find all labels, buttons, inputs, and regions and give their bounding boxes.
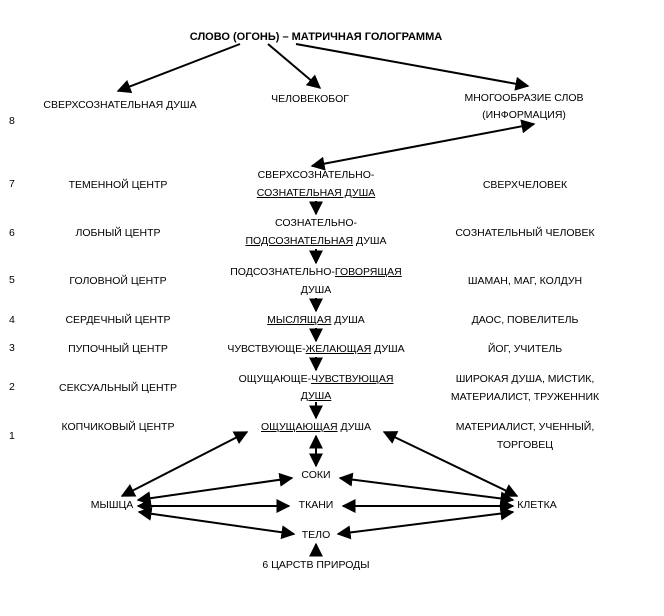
soul2-line2: ДУША: [300, 390, 332, 402]
soul3: ЧУВСТВУЮЩЕ-ЖЕЛАЮЩАЯ ДУША: [227, 341, 404, 357]
arrow-soki-cell: [338, 472, 515, 506]
node-body: ТЕЛО: [301, 529, 331, 541]
center-heart: СЕРДЕЧНЫЙ ЦЕНТР: [65, 314, 171, 326]
soul7-line2: СОЗНАТЕЛЬНАЯ ДУША: [256, 187, 376, 199]
person-mystic: ШИРОКАЯ ДУША, МИСТИК,: [455, 373, 595, 385]
arrow-title-to-superconscious: [116, 43, 241, 94]
node-six-kingdoms: 6 ЦАРСТВ ПРИРОДЫ: [262, 559, 370, 571]
diagram-title: СЛОВО (ОГОНЬ) – МАТРИЧНАЯ ГОЛОГРАММА: [189, 31, 443, 43]
soul2-plain: ОЩУЩАЮЩЕ-: [238, 373, 312, 385]
soul2-line1: ОЩУЩАЮЩЕ-ЧУВСТВУЮЩАЯ: [239, 371, 394, 387]
top-words-line1: МНОГООБРАЗИЕ СЛОВ: [464, 92, 584, 104]
arrow-title-to-words: [295, 43, 530, 91]
soul3-plain1: ЧУВСТВУЮЩЕ-: [227, 343, 306, 355]
level-number-6: 6: [9, 227, 15, 239]
center-coccyx: КОПЧИКОВЫЙ ЦЕНТР: [61, 421, 175, 433]
level-number-5: 5: [9, 274, 15, 286]
soul6-line2: ПОДСОЗНАТЕЛЬНАЯ ДУША: [245, 233, 386, 249]
soul2-underlined: ЧУВСТВУЮЩАЯ: [311, 373, 394, 385]
center-head: ГОЛОВНОЙ ЦЕНТР: [69, 275, 167, 287]
person-daos: ДАОС, ПОВЕЛИТЕЛЬ: [471, 314, 579, 326]
level-number-7: 7: [9, 178, 15, 190]
top-superconscious-soul: СВЕРХСОЗНАТЕЛЬНАЯ ДУША: [43, 99, 197, 111]
node-juices: СОКИ: [301, 469, 331, 481]
level-number-2: 2: [9, 381, 15, 393]
level-number-3: 3: [9, 342, 15, 354]
arrow-body-cell: [336, 506, 515, 540]
center-brow: ЛОБНЫЙ ЦЕНТР: [75, 227, 161, 239]
soul7-line1: СВЕРХСОЗНАТЕЛЬНО-: [257, 169, 375, 181]
soul6-underlined: ПОДСОЗНАТЕЛЬНАЯ: [245, 235, 354, 247]
arrow-body-muscle: [137, 506, 296, 540]
node-tissues: ТКАНИ: [298, 499, 334, 511]
center-sacral: СЕКСУАЛЬНЫЙ ЦЕНТР: [59, 382, 177, 394]
arrow-words-to-superconscious-soul: [310, 119, 536, 171]
soul5-plain: ПОДСОЗНАТЕЛЬНО-: [230, 266, 335, 278]
person-conscious: СОЗНАТЕЛЬНЫЙ ЧЕЛОВЕК: [455, 227, 595, 239]
soul5-line2: ДУША: [300, 284, 332, 296]
soul1-rest: ДУША: [337, 421, 372, 433]
soul5-underlined: ГОВОРЯЩАЯ: [334, 266, 402, 278]
soul5-line1: ПОДСОЗНАТЕЛЬНО-ГОВОРЯЩАЯ: [230, 264, 402, 280]
soul3-plain2: ДУША: [371, 343, 405, 355]
node-cell: КЛЕТКА: [517, 499, 557, 511]
center-crown: ТЕМЕННОЙ ЦЕНТР: [68, 179, 168, 191]
soul4-underlined: МЫСЛЯЩАЯ: [267, 314, 332, 326]
person-yogi: ЙОГ, УЧИТЕЛЬ: [487, 343, 563, 355]
soul1: ОЩУЩАЮЩАЯ ДУША: [261, 419, 371, 435]
arrow-soki-muscle: [136, 472, 294, 506]
person-shaman: ШАМАН, МАГ, КОЛДУН: [467, 275, 583, 287]
node-muscle: МЫШЦА: [90, 499, 134, 511]
top-mangod: ЧЕЛОВЕКОБОГ: [271, 93, 349, 105]
soul4: МЫСЛЯЩАЯ ДУША: [267, 312, 365, 328]
level-number-4: 4: [9, 314, 15, 326]
person-merchant: ТОРГОВЕЦ: [496, 439, 554, 451]
person-superhuman: СВЕРХЧЕЛОВЕК: [482, 179, 568, 191]
person-scientist: МАТЕРИАЛИСТ, УЧЕННЫЙ,: [455, 421, 595, 433]
center-navel: ПУПОЧНЫЙ ЦЕНТР: [68, 343, 168, 355]
soul6-rest: ДУША: [353, 235, 387, 247]
level-number-8: 8: [9, 115, 15, 127]
top-words-line2: (ИНФОРМАЦИЯ): [482, 109, 566, 121]
soul1-underlined: ОЩУЩАЮЩАЯ: [260, 421, 338, 433]
soul6-line1: СОЗНАТЕЛЬНО-: [274, 217, 358, 229]
soul4-rest: ДУША: [331, 314, 365, 326]
level-number-1: 1: [9, 430, 15, 442]
arrow-title-to-mangod: [267, 43, 322, 89]
soul3-underlined: ЖЕЛАЮЩАЯ: [305, 343, 372, 355]
person-worker: МАТЕРИАЛИСТ, ТРУЖЕННИК: [450, 391, 600, 403]
